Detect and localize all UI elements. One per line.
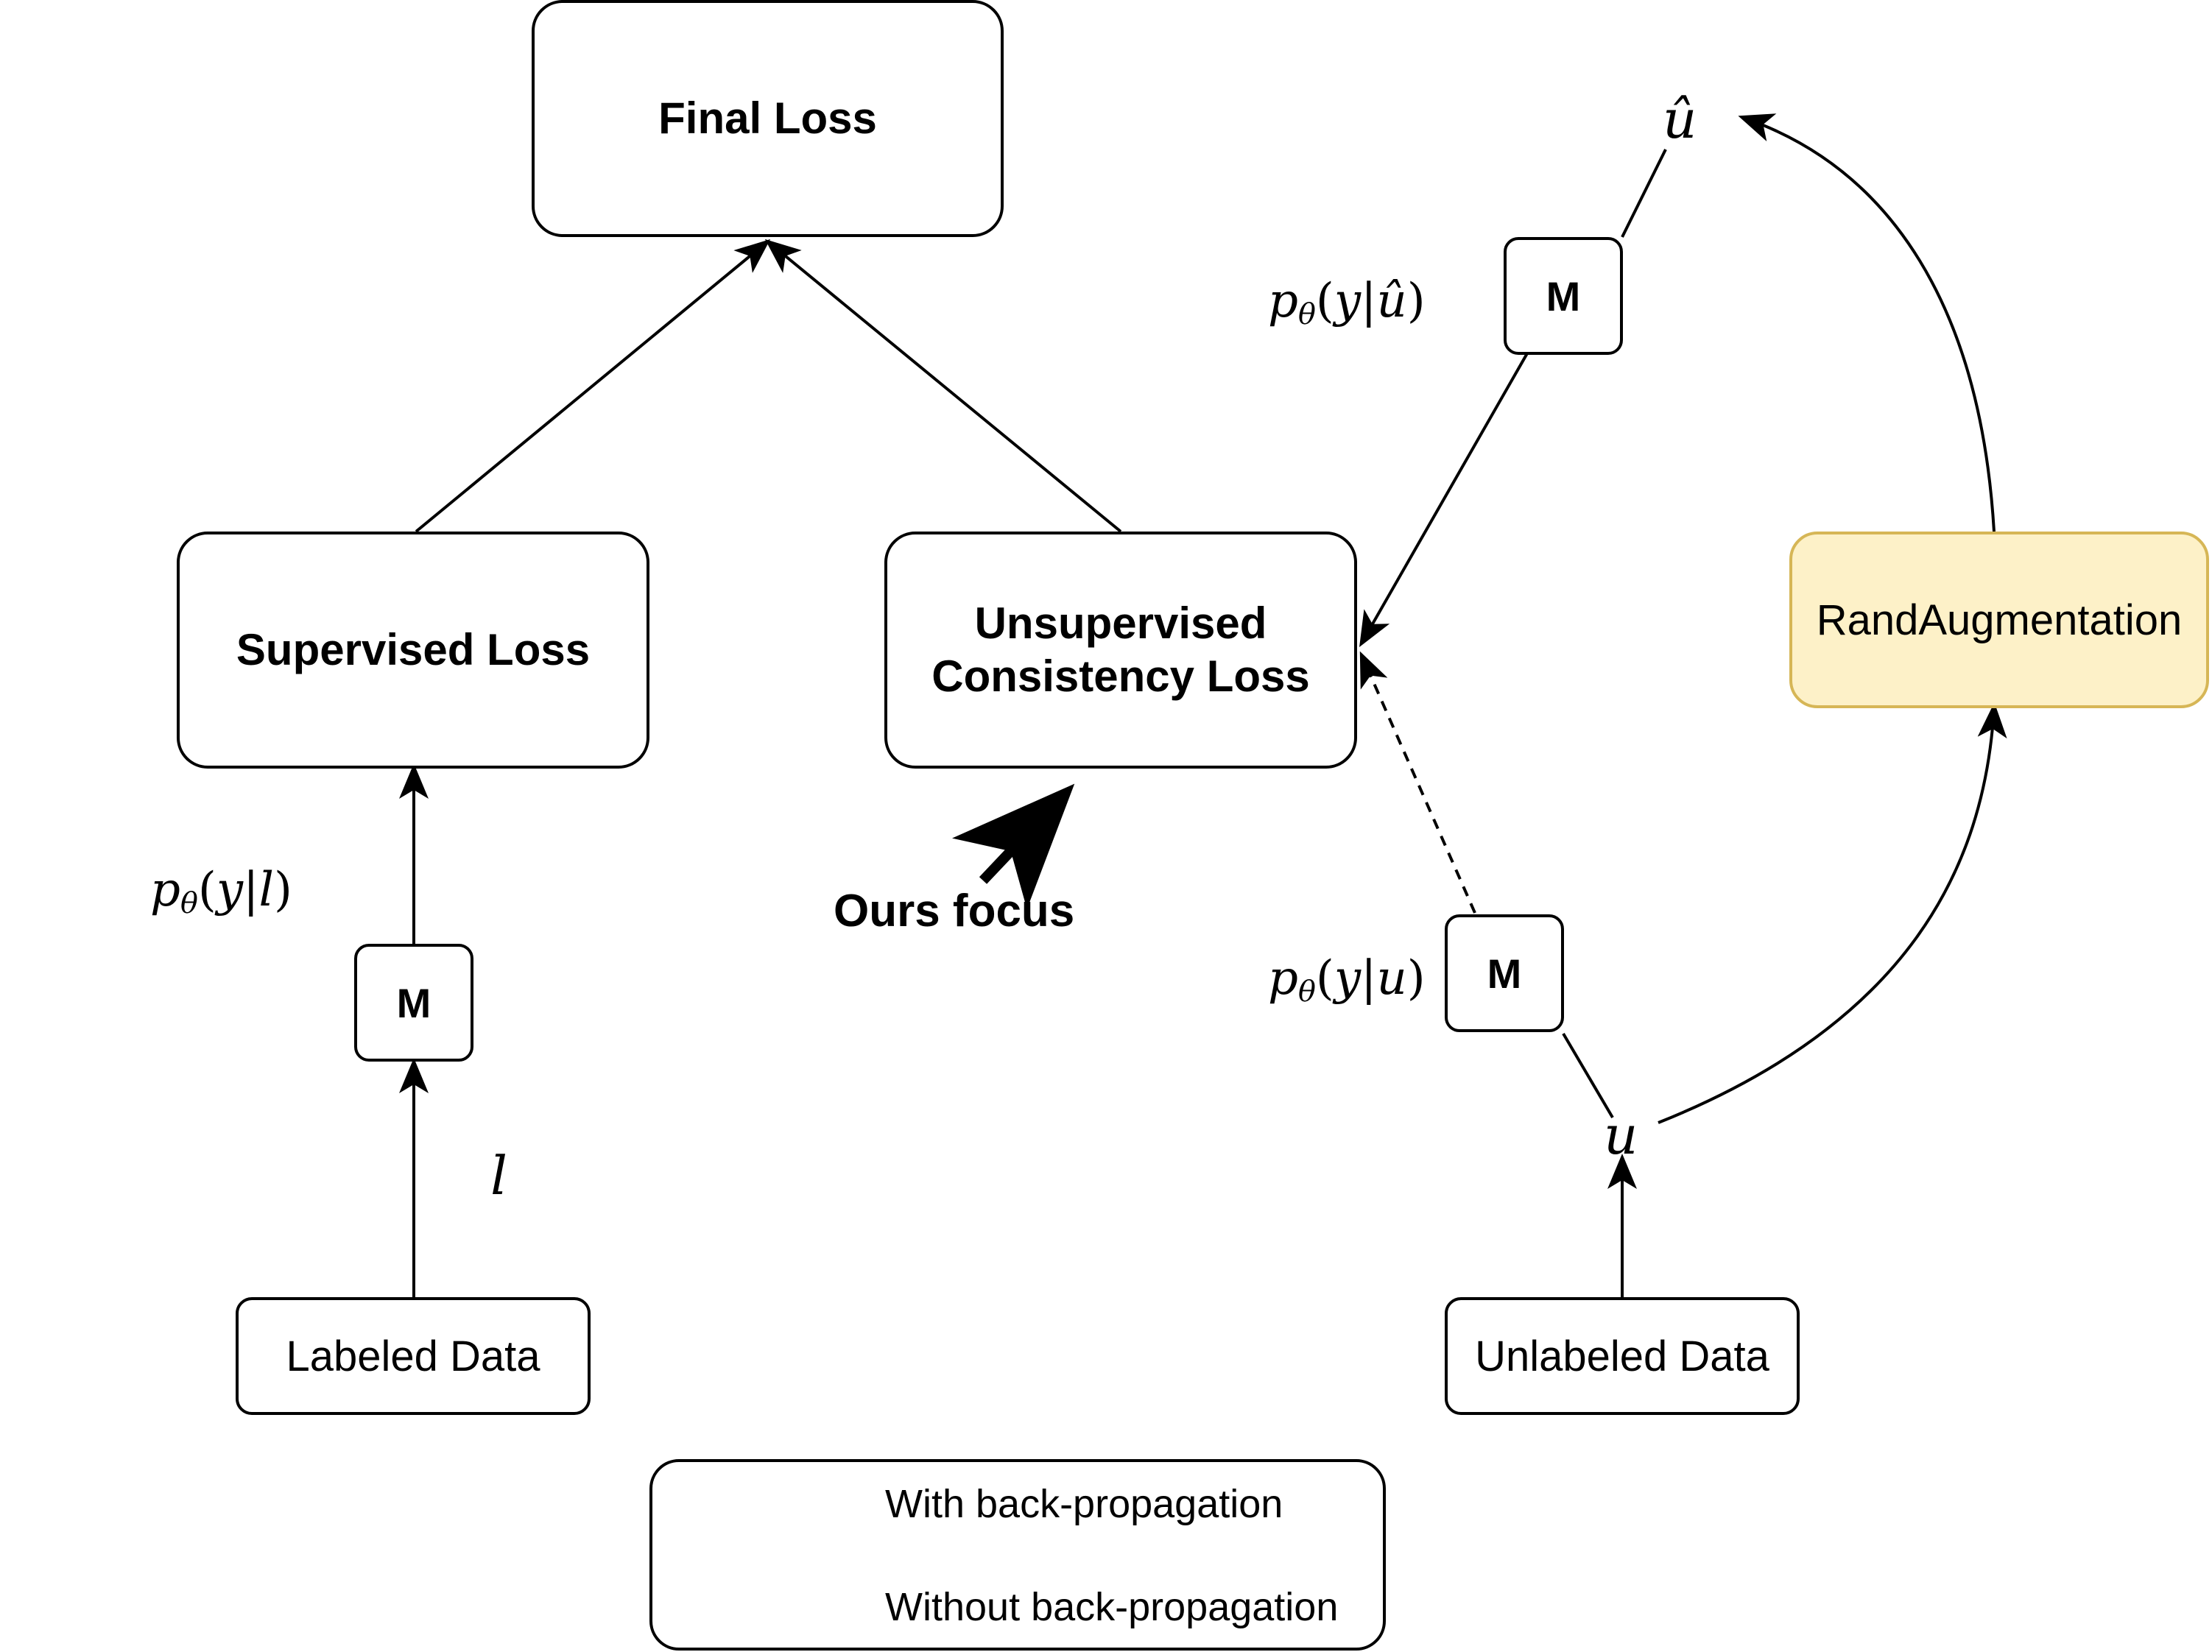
rand-augmentation-box: RandAugmentation [1789, 532, 2209, 708]
prob-label-unlabeled: pθ(y|u) [1268, 951, 1426, 1009]
var-u-hat-label: û [1663, 88, 1697, 150]
supervised-loss-box: Supervised Loss [177, 532, 649, 769]
unsupervised-loss-box: Unsupervised Consistency Loss [884, 532, 1357, 769]
rand-augmentation-label: RandAugmentation [1816, 596, 2183, 644]
legend-solid-label: With back-propagation [885, 1482, 1283, 1526]
labeled-data-label: Labeled Data [286, 1332, 540, 1380]
var-l-label: l [490, 1145, 508, 1207]
model-box-labeled-label: M [396, 979, 432, 1026]
arrow-m-top-to-unsupervised [1359, 353, 1529, 647]
model-box-augmented: M [1504, 237, 1623, 355]
focus-arrow [951, 783, 1075, 909]
unlabeled-data-box: Unlabeled Data [1445, 1297, 1800, 1415]
unlabeled-data-label: Unlabeled Data [1475, 1332, 1769, 1380]
curve-randaugmentation-to-uhat [1738, 113, 1996, 532]
labeled-data-box: Labeled Data [236, 1297, 591, 1415]
arrow-supervised-to-final [415, 239, 771, 533]
prob-label-labeled: pθ(y|l) [150, 863, 292, 920]
model-box-augmented-label: M [1546, 272, 1581, 320]
model-box-unlabeled: M [1445, 914, 1564, 1032]
legend-box [649, 1459, 1386, 1651]
unsupervised-loss-label-line1: Unsupervised [974, 599, 1267, 648]
model-box-labeled: M [354, 944, 473, 1062]
line-u-to-m-bottom [1562, 1032, 1614, 1119]
curve-u-to-randaugmentation [1658, 702, 2007, 1124]
model-box-unlabeled-label: M [1487, 950, 1522, 997]
var-u-label: u [1604, 1104, 1638, 1166]
prob-label-augmented: pθ(y|û) [1268, 274, 1426, 331]
final-loss-label: Final Loss [658, 93, 877, 143]
focus-annotation: Ours focus [834, 886, 1075, 936]
arrow-unsupervised-to-final [764, 239, 1122, 533]
legend-dashed-label: Without back-propagation [885, 1585, 1339, 1629]
final-loss-box: Final Loss [532, 0, 1004, 237]
line-uhat-to-m-top [1621, 149, 1667, 238]
supervised-loss-label: Supervised Loss [236, 625, 591, 674]
unsupervised-loss-label-line2: Consistency Loss [931, 652, 1310, 701]
dashed-arrow-m-bottom-to-unsupervised [1359, 651, 1476, 914]
